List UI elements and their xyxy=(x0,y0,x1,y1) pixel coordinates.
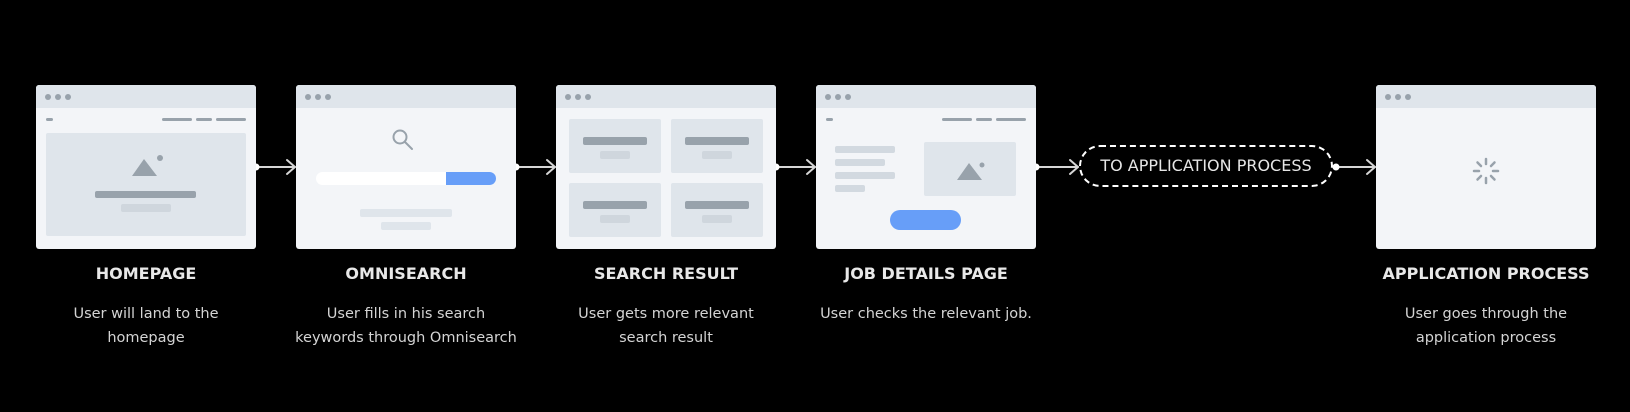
connector-arrowhead-3 xyxy=(806,159,816,175)
result-card xyxy=(671,183,763,237)
window-dot xyxy=(845,94,851,100)
description-line: keywords through Omnisearch xyxy=(295,330,517,346)
job-details-wireframe xyxy=(816,85,1036,249)
result-meta-placeholder xyxy=(600,215,630,223)
headline-placeholder xyxy=(95,191,196,198)
image-icon xyxy=(132,155,163,176)
nav-placeholder xyxy=(196,118,212,121)
window-dot xyxy=(325,94,331,100)
description-line: User gets more relevant xyxy=(578,306,754,322)
window-dot xyxy=(65,94,71,100)
step-description-search-result: User gets more relevant search result xyxy=(536,302,796,350)
connector-arrowhead-2 xyxy=(546,159,556,175)
to-application-process-label: TO APPLICATION PROCESS xyxy=(1079,145,1333,187)
job-text-placeholder xyxy=(835,146,895,153)
step-title-application-process: APPLICATION PROCESS xyxy=(1382,264,1590,283)
connector-arrowhead-1 xyxy=(286,159,296,175)
result-title-placeholder xyxy=(583,137,647,145)
connector-dot-5 xyxy=(1332,163,1340,171)
job-text-placeholder xyxy=(835,185,865,192)
description-line: search result xyxy=(619,330,713,346)
connector-arrowhead-5 xyxy=(1366,159,1376,175)
text-placeholder xyxy=(381,222,431,230)
text-placeholder xyxy=(360,209,452,217)
result-card xyxy=(569,183,661,237)
search-result-wireframe xyxy=(556,85,776,249)
step-description-homepage: User will land to the homepage xyxy=(16,302,276,350)
step-title-search-result: SEARCH RESULT xyxy=(593,264,739,283)
window-dot xyxy=(305,94,311,100)
result-meta-placeholder xyxy=(600,151,630,159)
nav-placeholder xyxy=(216,118,246,121)
logo-placeholder xyxy=(46,118,53,121)
job-image-placeholder xyxy=(924,142,1016,196)
window-dot xyxy=(575,94,581,100)
description-line: User fills in his search xyxy=(326,306,486,322)
apply-button-placeholder xyxy=(890,210,961,230)
window-dot xyxy=(1385,94,1391,100)
description-line: User goes through the xyxy=(1404,306,1568,322)
window-titlebar xyxy=(816,85,1036,108)
nav-placeholder xyxy=(996,118,1026,121)
step-description-omnisearch: User fills in his search keywords throug… xyxy=(276,302,536,350)
result-meta-placeholder xyxy=(702,215,732,223)
description-line: User checks the relevant job. xyxy=(820,306,1032,322)
window-dot xyxy=(585,94,591,100)
step-title-homepage: HOMEPAGE xyxy=(95,264,197,283)
subline-placeholder xyxy=(121,204,171,212)
description-line: homepage xyxy=(107,330,185,346)
homepage-wireframe xyxy=(36,85,256,249)
logo-placeholder xyxy=(826,118,833,121)
step-description-application-process: User goes through the application proces… xyxy=(1356,302,1616,350)
window-titlebar xyxy=(36,85,256,108)
description-line: application process xyxy=(1415,330,1557,346)
step-title-omnisearch: OMNISEARCH xyxy=(345,264,467,283)
nav-placeholder xyxy=(976,118,992,121)
result-meta-placeholder xyxy=(702,151,732,159)
window-dot xyxy=(315,94,321,100)
window-titlebar xyxy=(1376,85,1596,108)
window-dot xyxy=(1405,94,1411,100)
window-dot xyxy=(565,94,571,100)
job-text-placeholder xyxy=(835,159,885,166)
step-description-job-details: User checks the relevant job. xyxy=(796,302,1056,326)
search-icon xyxy=(392,129,413,150)
window-dot xyxy=(825,94,831,100)
application-process-wireframe xyxy=(1376,85,1596,249)
window-titlebar xyxy=(556,85,776,108)
result-title-placeholder xyxy=(685,201,749,209)
omnisearch-wireframe xyxy=(296,85,516,249)
connector-arrowhead-4 xyxy=(1069,159,1079,175)
step-title-job-details: JOB DETAILS PAGE xyxy=(844,264,1008,283)
image-icon xyxy=(957,162,985,180)
nav-placeholder xyxy=(162,118,192,121)
result-card xyxy=(569,119,661,173)
job-text-placeholder xyxy=(835,172,895,179)
hero-placeholder xyxy=(46,133,246,236)
result-card xyxy=(671,119,763,173)
window-dot xyxy=(45,94,51,100)
nav-placeholder xyxy=(942,118,972,121)
search-button-placeholder xyxy=(446,172,496,185)
result-title-placeholder xyxy=(583,201,647,209)
description-line: User will land to the xyxy=(73,306,219,322)
loading-spinner-icon xyxy=(1472,157,1500,185)
window-dot xyxy=(835,94,841,100)
window-titlebar xyxy=(296,85,516,108)
window-dot xyxy=(55,94,61,100)
result-title-placeholder xyxy=(685,137,749,145)
window-dot xyxy=(1395,94,1401,100)
